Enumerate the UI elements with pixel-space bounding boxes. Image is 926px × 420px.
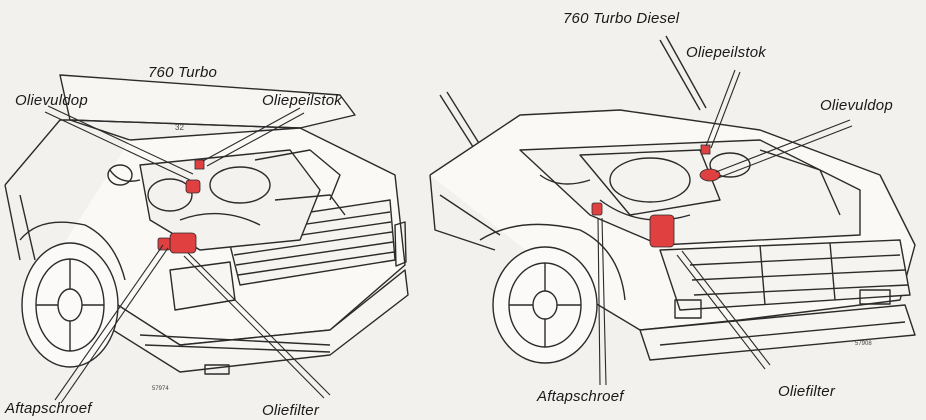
right-oil-filter-label: Oliefilter <box>778 383 836 400</box>
left-oil-filler-cap-label: Olievuldop <box>15 92 88 109</box>
svg-text:32: 32 <box>175 123 184 132</box>
right-drain-plug-highlight <box>591 202 603 216</box>
right-car-drawing: 57908 <box>429 35 916 364</box>
right-diagram-title: 760 Turbo Diesel <box>563 10 680 27</box>
left-oil-filter-label: Oliefilter <box>262 402 320 419</box>
right-highlights <box>591 144 721 248</box>
left-leader-lines <box>44 105 331 404</box>
left-diagram-title: 760 Turbo <box>148 64 218 81</box>
left-highlights <box>157 159 205 254</box>
right-oil-filler-cap-label: Olievuldop <box>820 97 893 114</box>
right-oil-filter-highlight <box>649 214 675 248</box>
right-dipstick-label: Oliepeilstok <box>686 44 766 61</box>
right-dipstick-highlight <box>700 144 711 155</box>
left-drain-plug-label: Aftapschroef <box>5 400 92 417</box>
left-dipstick-label: Oliepeilstok <box>262 92 342 109</box>
svg-text:57974: 57974 <box>152 386 169 392</box>
left-dipstick-highlight <box>194 159 205 170</box>
right-filler-cap-highlight <box>699 168 721 182</box>
svg-text:57908: 57908 <box>855 341 872 347</box>
left-oil-filter-highlight <box>169 232 197 254</box>
left-filler-cap-highlight <box>185 179 201 194</box>
right-drain-plug-label: Aftapschroef <box>537 388 624 405</box>
right-leader-lines <box>597 69 853 386</box>
left-car-drawing: 32 57974 <box>4 74 409 392</box>
